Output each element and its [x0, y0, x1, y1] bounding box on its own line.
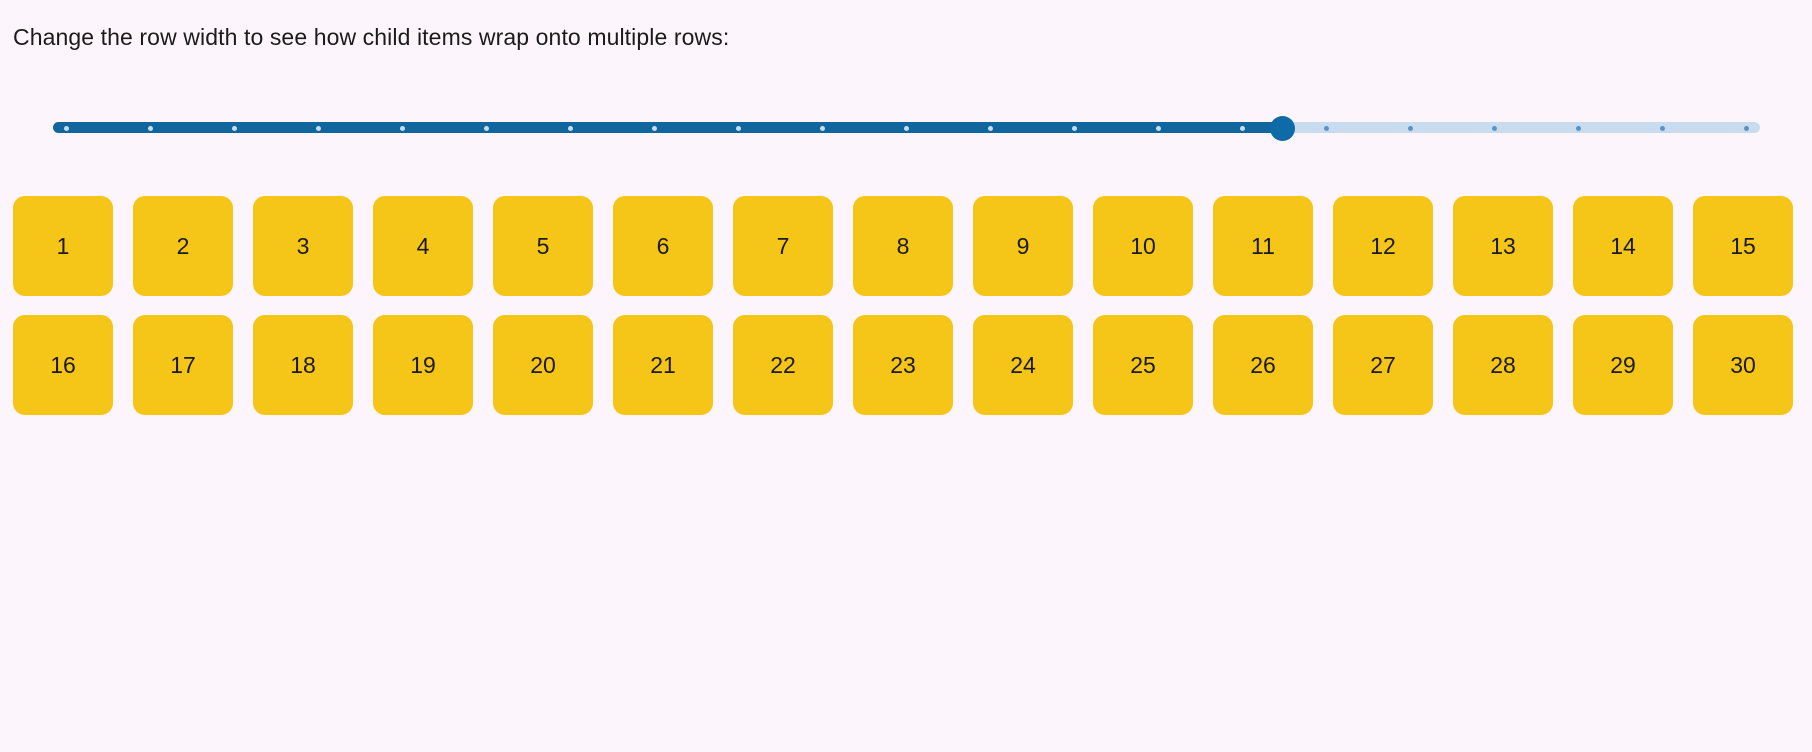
- grid-item: 6: [613, 196, 713, 296]
- slider-tick: [1576, 126, 1581, 131]
- slider-tick: [736, 126, 741, 131]
- grid-item: 29: [1573, 315, 1673, 415]
- instruction-text: Change the row width to see how child it…: [13, 24, 730, 50]
- grid-item: 28: [1453, 315, 1553, 415]
- slider-tick: [484, 126, 489, 131]
- grid-item: 13: [1453, 196, 1553, 296]
- grid-item: 16: [13, 315, 113, 415]
- slider-tick: [1324, 126, 1329, 131]
- slider-tick: [904, 126, 909, 131]
- slider-tick: [148, 126, 153, 131]
- slider-tick: [1408, 126, 1413, 131]
- grid-item: 17: [133, 315, 233, 415]
- grid-item: 15: [1693, 196, 1793, 296]
- slider-tick: [1492, 126, 1497, 131]
- row-width-slider[interactable]: [53, 116, 1760, 141]
- grid-item: 22: [733, 315, 833, 415]
- slider-filled-track: [53, 122, 1282, 133]
- grid-item: 21: [613, 315, 713, 415]
- slider-tick: [1156, 126, 1161, 131]
- slider-tick: [820, 126, 825, 131]
- grid-item: 14: [1573, 196, 1673, 296]
- grid-item: 23: [853, 315, 953, 415]
- grid-item: 2: [133, 196, 233, 296]
- grid-item: 19: [373, 315, 473, 415]
- grid-item: 5: [493, 196, 593, 296]
- grid-item: 24: [973, 315, 1073, 415]
- slider-thumb[interactable]: [1270, 116, 1295, 141]
- grid-item: 27: [1333, 315, 1433, 415]
- grid-item: 7: [733, 196, 833, 296]
- grid-item: 26: [1213, 315, 1313, 415]
- grid-item: 3: [253, 196, 353, 296]
- slider-tick: [988, 126, 993, 131]
- slider-tick: [232, 126, 237, 131]
- grid-item: 25: [1093, 315, 1193, 415]
- slider-tick: [568, 126, 573, 131]
- grid-item: 20: [493, 315, 593, 415]
- grid-item: 10: [1093, 196, 1193, 296]
- grid-item: 9: [973, 196, 1073, 296]
- grid-item: 30: [1693, 315, 1793, 415]
- grid-item: 11: [1213, 196, 1313, 296]
- grid-item: 4: [373, 196, 473, 296]
- slider-tick: [400, 126, 405, 131]
- slider-tick: [652, 126, 657, 131]
- slider-tick: [1660, 126, 1665, 131]
- grid-item: 12: [1333, 196, 1433, 296]
- slider-tick: [316, 126, 321, 131]
- grid-item: 8: [853, 196, 953, 296]
- slider-tick: [1072, 126, 1077, 131]
- grid-item: 1: [13, 196, 113, 296]
- slider-tick: [1240, 126, 1245, 131]
- slider-tick: [1744, 126, 1749, 131]
- slider-tick: [64, 126, 69, 131]
- grid-item: 18: [253, 315, 353, 415]
